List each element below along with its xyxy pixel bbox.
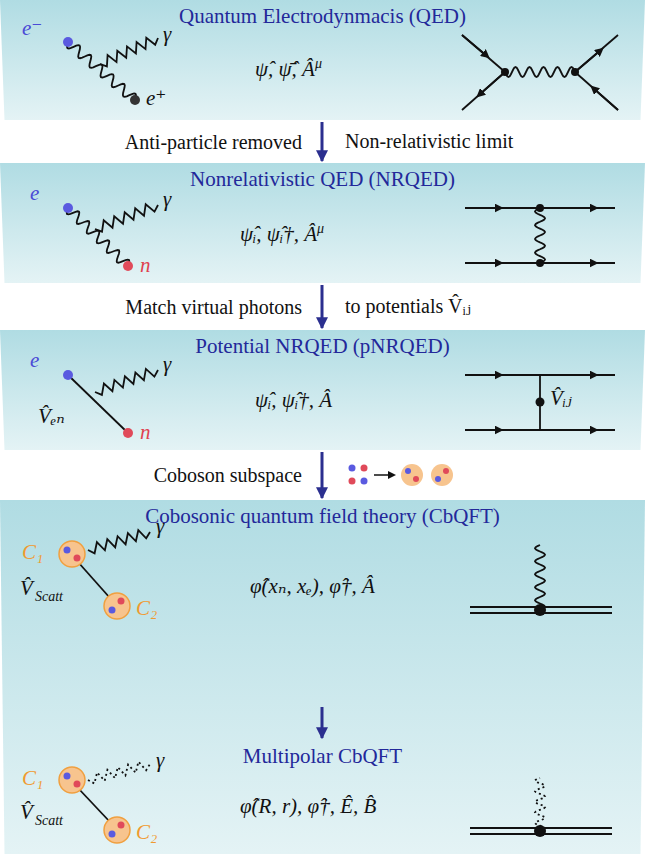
particle-label: n [140, 255, 151, 276]
field-operators: ψ̂, ψ̄̂, Âμ [255, 56, 322, 82]
theory-title: Multipolar CbQFT [0, 744, 645, 769]
theory-band: Potential NRQED (pNRQED) ψ̂ᵢ, ψ̂ᵢ†, Â eV̂ₑ… [0, 330, 645, 450]
particle-label: Scatt [35, 590, 63, 604]
particle-label: e⁺ [146, 88, 166, 109]
step-arrow [321, 285, 324, 328]
theory-band: Nonrelativistic QED (NRQED) ψ̂ᵢ, ψ̂ᵢ†, Âμ… [0, 163, 645, 283]
particle-label: V̂ₑₙ [38, 406, 65, 427]
particle-label: V̂ᵢⱼ [550, 388, 572, 409]
theory-band: Cobosonic quantum field theory (CbQFT) φ̂… [0, 500, 645, 705]
particle-label: γ [156, 750, 164, 771]
field-operators: ψ̂, ψ̄̂, Â [255, 57, 315, 81]
theory-band: Quantum Electrodynmacis (QED) ψ̂, ψ̄̂, Âμ… [0, 0, 645, 120]
step-note: to potentials V̂ᵢⱼ [345, 296, 471, 316]
field-operators: φ̂(R, r), φ̂†, Ê, B̂ [240, 794, 376, 818]
theory-title: Quantum Electrodynmacis (QED) [0, 4, 645, 29]
superscript: μ [315, 56, 322, 71]
field-operators: φ̂(xₙ, xₑ), φ̂†, Â [250, 574, 375, 599]
particle-label: C₁ [22, 542, 43, 563]
theory-title: Cobosonic quantum field theory (CbQFT) [0, 504, 645, 529]
theory-title: Nonrelativistic QED (NRQED) [0, 167, 645, 192]
particle-label: Scatt [35, 814, 63, 828]
field-operators: φ̂(R, r), φ̂†, Ê, B̂ [240, 794, 376, 819]
particle-label: e [30, 350, 39, 371]
particle-label: γ [163, 24, 171, 45]
step-arrow [321, 452, 324, 498]
particle-label: γ [163, 354, 171, 375]
particle-label: C₁ [22, 768, 43, 789]
step-note: Non-relativistic limit [345, 131, 513, 151]
theory-band: Multipolar CbQFT φ̂(R, r), φ̂†, Ê, B̂ C₁ V̂… [0, 740, 645, 854]
field-operators: ψ̂ᵢ, ψ̂ᵢ†, Âμ [240, 221, 324, 247]
particle-label: e [30, 183, 39, 204]
field-operators: ψ̂ᵢ, ψ̂ᵢ†, Â [255, 388, 332, 413]
theory-title: Potential NRQED (pNRQED) [0, 334, 645, 359]
particle-label: C₂ [136, 822, 157, 843]
field-operators: ψ̂ᵢ, ψ̂ᵢ†, Â [240, 222, 317, 246]
particle-label: V̂ [20, 578, 33, 599]
particle-label: V̂ [20, 802, 33, 823]
step-note: Anti-particle removed [125, 132, 302, 152]
superscript: μ [317, 221, 324, 236]
step-arrow [321, 707, 324, 738]
field-operators: ψ̂ᵢ, ψ̂ᵢ†, Â [255, 388, 332, 412]
particle-label: γ [156, 516, 164, 537]
field-operators: φ̂(xₙ, xₑ), φ̂†, Â [250, 574, 375, 598]
particle-label: e⁻ [22, 18, 42, 39]
step-note: Coboson subspace [154, 465, 302, 485]
step-note: Match virtual photons [125, 297, 302, 317]
particle-label: γ [163, 189, 171, 210]
particle-label: C₂ [136, 598, 157, 619]
particle-label: n [140, 422, 151, 443]
step-arrow [321, 122, 324, 161]
